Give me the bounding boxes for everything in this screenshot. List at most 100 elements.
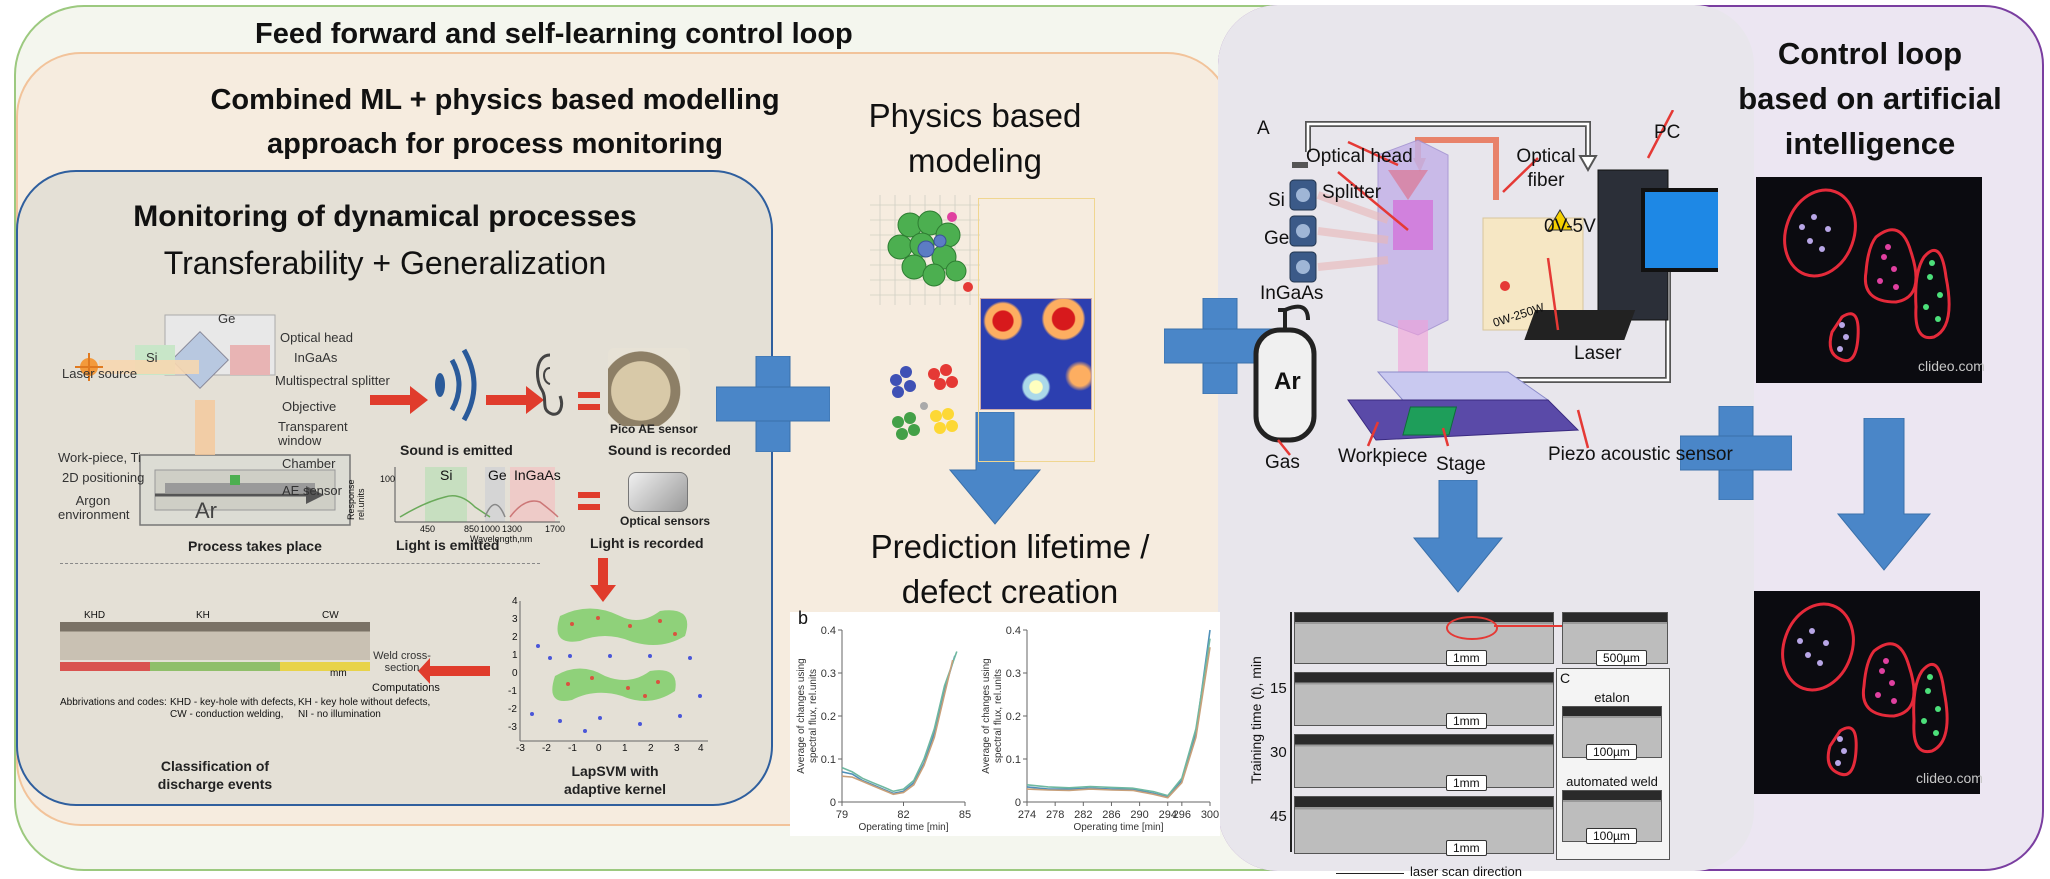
scan-direction-arrow (1336, 873, 1404, 874)
series-line (841, 659, 954, 796)
prediction-title-line1: Prediction lifetime / (870, 528, 1150, 565)
figure-divider (60, 563, 540, 564)
weld-bar (60, 622, 370, 680)
scatter-xtick-0: 0 (596, 743, 602, 754)
weld-legend-prefix: Abbrivations and codes: (60, 697, 167, 708)
sound-recorded: Sound is recorded (608, 442, 731, 458)
setup-label-ge: Ge (218, 311, 236, 326)
scatter-xtick-4: 4 (698, 743, 704, 754)
weld-cross-section: Weld cross-section (373, 650, 431, 674)
setup-laser: Laser (1574, 343, 1622, 364)
setup-label-chamber: Chamber (282, 456, 336, 471)
y-tick-label: 0.4 (1006, 625, 1021, 637)
scale-100um-etalon: 100µm (1586, 744, 1637, 760)
watermark-bottom: clideo.com (1916, 770, 1983, 786)
y-tick-label: 0.2 (1006, 711, 1021, 723)
series-line (1026, 638, 1211, 797)
spectrum-xtick-1700: 1700 (545, 524, 566, 534)
defect-connector (1494, 625, 1562, 627)
x-tick-label: 282 (1074, 809, 1092, 821)
scatter-ytick-1: 1 (512, 650, 518, 661)
weld-legend-kh: KH - key hole without defects, (298, 697, 431, 708)
classification-line2: discharge events (157, 776, 273, 792)
scale-1mm-15: 1mm (1446, 713, 1487, 729)
spectrum-band-ge: Ge (488, 467, 507, 483)
setup-ar: Ar (1274, 368, 1301, 395)
setup-label-si: Si (146, 350, 158, 365)
lapsvm-scatter-plot (519, 601, 708, 742)
plus-icon-3 (1680, 406, 1792, 500)
prediction-title-line2: defect creation (901, 573, 1119, 610)
ai-cluster-image-top (1756, 177, 1982, 383)
y-tick-label: 0 (830, 797, 836, 809)
optical-sensor-photo (628, 472, 688, 512)
setup-ingaas: InGaAs (1260, 283, 1324, 304)
micrograph-30 (1294, 734, 1554, 788)
setup-ge: Ge (1264, 228, 1290, 249)
cluster-dots-image (890, 364, 958, 440)
red-arrows (370, 386, 616, 684)
grain-mesh-image (870, 195, 980, 305)
y-tick-label: 0.2 (821, 711, 836, 723)
lapsvm-line2: adaptive kernel (564, 781, 666, 797)
spectrum-chart (394, 467, 560, 523)
sound-wave-icon (435, 348, 477, 422)
setup-label-optical-head: Optical head (280, 330, 353, 345)
scan-direction-label: laser scan direction (1410, 864, 1522, 879)
scatter-ytick-m1: -1 (508, 686, 517, 697)
y-tick-label: 0.1 (1006, 754, 1021, 766)
light-recorded: Light is recorded (590, 535, 704, 551)
micrograph-45 (1294, 796, 1554, 854)
setup-piezo: Piezo acoustic sensor (1548, 444, 1733, 465)
x-tick-label: 79 (836, 809, 848, 821)
y-axis-label: Average of changes usingspectral flux, r… (981, 658, 1004, 773)
optical-setup-diagram (75, 314, 351, 526)
spectrum-xtick-850: 850 (464, 524, 480, 534)
control-title-line2: based on artificial (1738, 81, 2002, 116)
micro-axis (1290, 612, 1292, 852)
spectrum-band-si: Si (440, 467, 453, 483)
x-tick-label: 278 (1046, 809, 1064, 821)
physics-title-line2: modeling (908, 142, 1042, 179)
x-axis-label: Operating time [min] (1073, 822, 1163, 833)
scale-1mm-0: 1mm (1446, 650, 1487, 666)
series-line (1026, 629, 1211, 798)
heatmap-image (980, 298, 1092, 410)
control-title-line3: intelligence (1784, 126, 1956, 161)
setup-voltage: 0V-5V (1544, 216, 1596, 237)
weld-legend-cw: CW - conduction welding, (170, 709, 284, 720)
y-tick-label: 0.3 (1006, 668, 1021, 680)
control-title-line1: Control loop (1777, 36, 1963, 71)
laser-setup-diagram (1253, 110, 1718, 456)
prediction-panel-label: b (798, 608, 809, 628)
micrograph-ylabel: Training time (t), min (1248, 656, 1264, 784)
scale-500um: 500µm (1596, 650, 1647, 666)
physics-title-line1: Physics based (868, 97, 1082, 134)
x-tick-label: 286 (1102, 809, 1120, 821)
heatmap-frame (978, 198, 1095, 462)
watermark-top: clideo.com (1918, 358, 1985, 374)
y-tick-label: 0.4 (821, 625, 836, 637)
x-axis-label: Operating time [min] (858, 822, 948, 833)
scatter-ytick-3: 3 (512, 614, 518, 625)
setup-label-splitter: Multispectral splitter (275, 373, 390, 388)
monitoring-subtitle: Transferability + Generalization (163, 245, 607, 281)
process-caption: Process takes place (188, 538, 322, 554)
weld-segment-khd: KHD (84, 610, 106, 621)
setup-label-ingaas: InGaAs (294, 350, 338, 365)
optical-sensors-label: Optical sensors (620, 514, 711, 528)
setup-workpiece: Workpiece (1338, 446, 1428, 467)
micrograph-0 (1294, 612, 1554, 664)
spectrum-xtick-1300: 1300 (502, 524, 523, 534)
sound-emitted: Sound is emitted (400, 442, 513, 458)
micro-ytick-45: 45 (1270, 808, 1287, 825)
y-axis-label: Average of changes usingspectral flux, r… (796, 658, 819, 773)
pico-ae-sensor-photo (608, 348, 690, 426)
scatter-ytick-4: 4 (512, 596, 518, 607)
scatter-xtick-m2: -2 (542, 743, 551, 754)
light-emitted: Light is emitted (396, 537, 500, 553)
ai-cluster-image-bottom (1754, 591, 1980, 794)
setup-stage: Stage (1436, 454, 1486, 475)
setup-splitter: Splitter (1322, 182, 1382, 203)
